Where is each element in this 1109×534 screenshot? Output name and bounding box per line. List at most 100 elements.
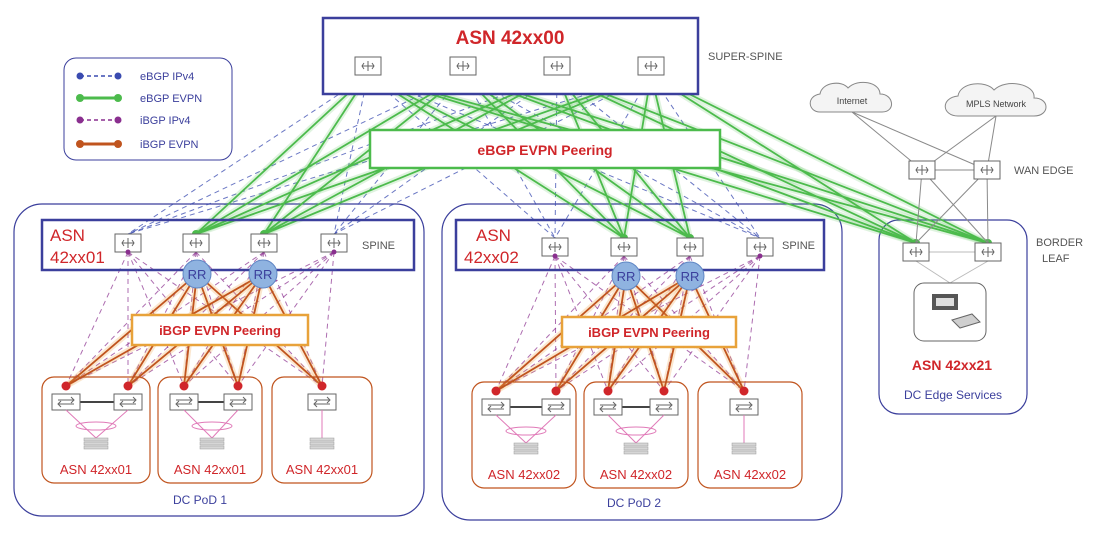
super-spine-asn: ASN 42xx00 [456,28,565,49]
pod1-frame [13,203,425,517]
server-icon [199,437,225,442]
pod1-spine-switch-icon[interactable] [320,233,348,253]
leaf-switch-icon[interactable] [223,393,253,411]
border-leaf-switch-icon[interactable] [974,242,1002,262]
ibgp-evpn-endpoint [123,381,133,391]
super-spine-tier-label: SUPER-SPINE [708,51,783,63]
pod1-ibgp-evpn-peering-box: iBGP EVPN Peering [130,313,310,347]
edge-services-link [915,260,951,284]
ebgp-evpn-link [263,74,369,235]
host-link [607,414,637,444]
pod2-spine-switch-icon[interactable] [541,237,569,257]
ibgp-ipv4-link [554,255,745,392]
pod1-spine-switch-icon[interactable] [250,233,278,253]
ebgp-ipv4-link [127,74,464,235]
leaf-switch-icon[interactable] [481,398,511,416]
edge-services-name: DC Edge Services [904,388,1002,402]
leaf-switch-icon[interactable] [541,398,571,416]
server-icon [309,445,335,450]
ebgp-evpn-peering-box: eBGP EVPN Peering [368,128,722,170]
ibgp-ipv4-endpoint [331,249,337,255]
pod1-spine-box: ASN 42xx01 SPINE [40,218,416,272]
legend-label: iBGP EVPN [140,139,199,151]
ibgp-ipv4-link [183,251,265,387]
pod1-leaf-asn: ASN 42xx01 [60,462,132,477]
server-icon [513,446,539,451]
pod2-leaf-asn: ASN 42xx02 [714,467,786,482]
ibgp-evpn-endpoint [61,381,71,391]
rr-label: RR [617,269,636,284]
pod2-ibgp-peering-label: iBGP EVPN Peering [588,325,710,340]
edge-services-frame [878,219,1028,415]
ibgp-evpn-endpoint [317,381,327,391]
pod1-leaf-asn: ASN 42xx01 [174,462,246,477]
pod2-spine-switch-icon[interactable] [610,237,638,257]
lag-ellipse [505,426,547,436]
pod1-spine-label: SPINE [362,240,395,252]
host-link [495,414,527,444]
wan-edge-router-icon[interactable] [908,160,936,180]
legend-label: eBGP EVPN [140,93,202,105]
leaf-switch-icon[interactable] [593,398,623,416]
rr-label: RR [254,267,273,282]
pod2-spine-switch-icon[interactable] [676,237,704,257]
mpls-network-cloud-label: MPLS Network [966,99,1027,109]
pod1-route-reflector[interactable]: RR [182,259,212,289]
leaf-switch-icon[interactable] [307,393,337,411]
pod1-route-reflector[interactable]: RR [248,259,278,289]
host-link [525,414,557,444]
ibgp-ipv4-endpoint [757,253,763,259]
ibgp-ipv4-link [495,255,625,392]
ebgp-evpn-link [462,74,989,244]
wan-edge-router-icon[interactable] [973,160,1001,180]
ibgp-ipv4-link [555,255,691,392]
super-spine-box: ASN 42xx00 [321,16,700,96]
legend-item-ebgp-ipv4: eBGP IPv4 [76,71,194,83]
server-icon [513,442,539,447]
host-link [635,414,665,444]
pod1-spine-switch-icon[interactable] [114,233,142,253]
ibgp-evpn-endpoint [603,386,613,396]
pod2-asn-line1: ASN [476,226,511,245]
wan-link [851,111,988,171]
leaf-switch-icon[interactable] [51,393,81,411]
leaf-switch-icon[interactable] [649,398,679,416]
pod1-ibgp-peering-label: iBGP EVPN Peering [159,323,281,338]
super-spine-switch-icon[interactable] [637,56,665,76]
pod2-spine-label: SPINE [782,240,815,252]
ibgp-ipv4-link [555,255,761,392]
pod2-leaf-group-3 [697,381,803,489]
ibgp-ipv4-link [65,251,129,387]
legend-item-ibgp-evpn: iBGP EVPN [76,139,199,151]
pod2-route-reflector[interactable]: RR [675,261,705,291]
leaf-switch-icon[interactable] [729,398,759,416]
pod1-leaf-asn: ASN 42xx01 [286,462,358,477]
ebgp-ipv4-link [462,74,761,239]
ibgp-ipv4-link [195,251,239,387]
ibgp-ipv4-endpoint [552,253,558,259]
ebgp-evpn-link [650,74,989,244]
ebgp-ipv4-link [127,74,369,235]
lag-ellipse [615,426,657,436]
lag-ellipse [75,421,117,431]
ibgp-ipv4-link [65,251,335,387]
leaf-switch-icon[interactable] [113,393,143,411]
super-spine-switch-icon[interactable] [543,56,571,76]
super-spine-switch-icon[interactable] [449,56,477,76]
leaf-switch-icon[interactable] [169,393,199,411]
pod2-leaf-asn: ASN 42xx02 [600,467,672,482]
super-spine-switch-icon[interactable] [354,56,382,76]
pod1-leaf-group-3 [271,376,373,484]
edge-services-appliance-icon[interactable] [913,282,987,342]
border-leaf-switch-icon[interactable] [902,242,930,262]
pod2-spine-switch-icon[interactable] [746,237,774,257]
leaf-devices [51,249,763,455]
host-link [65,409,97,439]
server-icon [309,441,335,446]
pod2-route-reflector[interactable]: RR [611,261,641,291]
server-icon [731,450,757,455]
pod1-spine-switch-icon[interactable] [182,233,210,253]
server-icon [513,450,539,455]
pod1-leaf-group-2 [157,376,263,484]
